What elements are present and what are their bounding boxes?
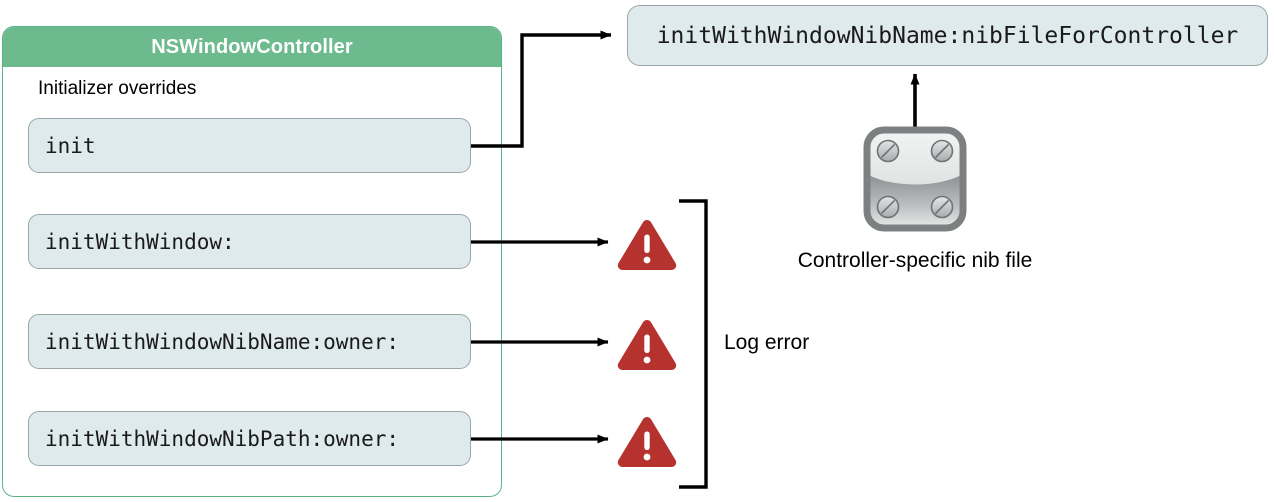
warning-triangle-icon	[616, 415, 678, 469]
method-box-init-with-window-nib-name-owner[interactable]: initWithWindowNibName:owner:	[28, 314, 471, 369]
nib-file-caption: Controller-specific nib file	[797, 249, 1033, 272]
method-box-init-with-window[interactable]: initWithWindow:	[28, 214, 471, 269]
nib-file-icon	[861, 124, 969, 234]
method-box-init-with-window-nib-path-owner[interactable]: initWithWindowNibPath:owner:	[28, 411, 471, 466]
warning-triangle-icon	[616, 318, 678, 372]
log-error-bracket	[679, 199, 708, 489]
section-label-initializer-overrides: Initializer overrides	[38, 78, 197, 99]
method-box-init[interactable]: init	[28, 118, 471, 173]
warning-triangle-icon	[616, 218, 678, 272]
log-error-label: Log error	[724, 331, 810, 354]
target-box-init-with-window-nib-name-nib-file-for-controller[interactable]: initWithWindowNibName:nibFileForControll…	[627, 5, 1268, 66]
class-header-title: NSWindowController	[3, 27, 501, 67]
